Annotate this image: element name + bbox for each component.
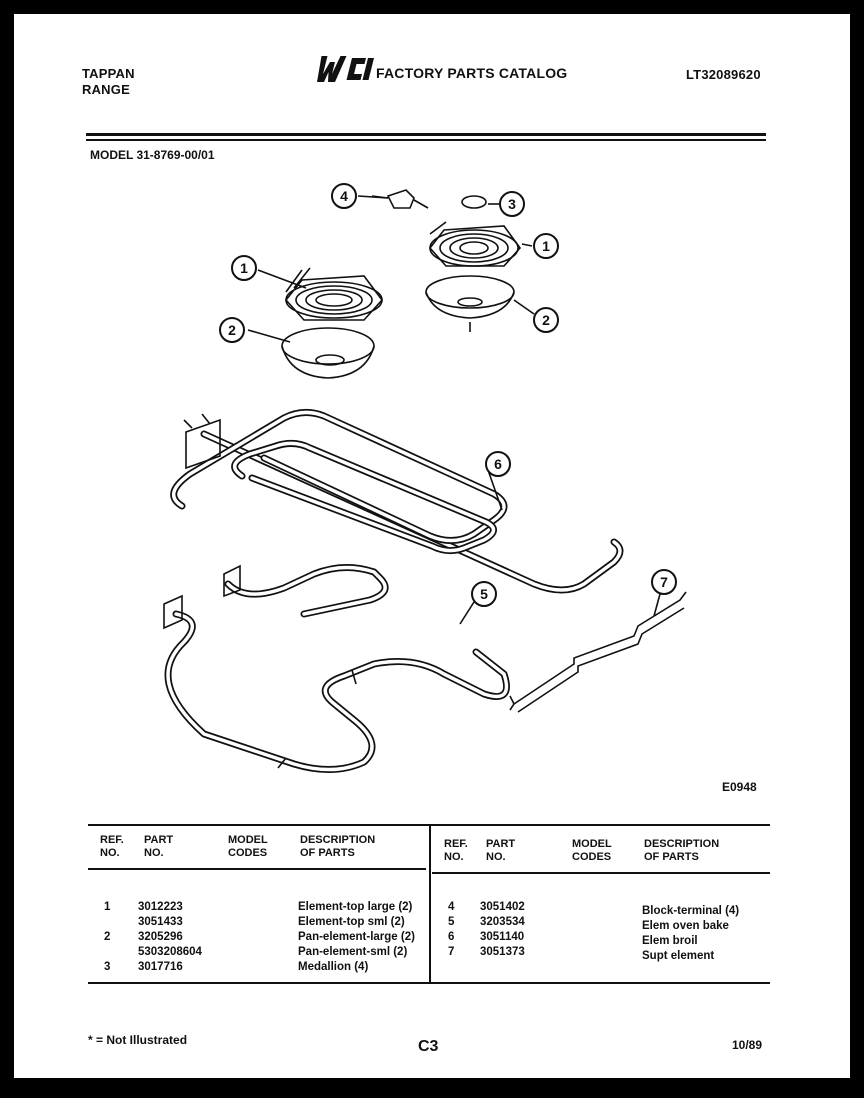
- right-row-3-desc: Elem broil: [642, 935, 698, 947]
- left-row-2-part: 3051433: [138, 916, 183, 928]
- catalog-page: TAPPAN RANGE FACTORY PARTS CATALOG LT320…: [14, 14, 850, 1078]
- header-rule-thick: [86, 133, 766, 136]
- parts-diagram: 1 2 3 4 1 2 6 5: [163, 183, 687, 774]
- svg-text:2: 2: [542, 312, 550, 328]
- svg-text:2: 2: [228, 322, 236, 338]
- date-code: 10/89: [732, 1038, 763, 1052]
- bake-element: [163, 564, 510, 774]
- svg-text:4: 4: [340, 188, 348, 204]
- svg-text:7: 7: [660, 574, 668, 590]
- left-row-4-desc: Pan-element-sml (2): [298, 946, 408, 958]
- page-code: C3: [418, 1038, 439, 1055]
- svg-text:5: 5: [480, 586, 488, 602]
- left-row-5-ref: 3: [104, 961, 111, 973]
- right-row-4-part: 3051373: [480, 946, 525, 958]
- left-row-3-part: 3205296: [138, 931, 183, 943]
- terminal-block: [371, 189, 429, 209]
- header-rule-thin: [86, 139, 766, 141]
- support-element-bracket: [509, 591, 687, 713]
- leader-2-right: [513, 299, 535, 315]
- callout-1-left: 1: [231, 255, 257, 281]
- left-row-5-part: 3017716: [138, 961, 183, 973]
- right-header-part: PART NO.: [486, 838, 516, 863]
- drip-pan-small-right: [425, 275, 515, 332]
- left-header-desc: DESCRIPTION OF PARTS: [300, 834, 376, 859]
- diagram-code: E0948: [722, 780, 757, 794]
- leader-7: [653, 593, 661, 617]
- table-header-rule-right: [432, 872, 770, 874]
- table-bottom-rule: [88, 982, 770, 984]
- right-row-4-desc: Supt element: [642, 950, 715, 962]
- callout-7: 7: [651, 569, 677, 595]
- svg-text:1: 1: [542, 238, 550, 254]
- callout-6: 6: [485, 451, 511, 477]
- callout-2-right: 2: [533, 307, 559, 333]
- left-row-2-desc: Element-top sml (2): [298, 916, 405, 928]
- leader-1-right: [521, 243, 533, 247]
- leader-1-left: [257, 269, 307, 289]
- table-divider: [429, 824, 431, 982]
- left-row-3-desc: Pan-element-large (2): [298, 931, 415, 943]
- right-row-2-desc: Elem oven bake: [642, 920, 729, 932]
- right-row-1-desc: Block-terminal (4): [642, 905, 740, 917]
- medallion: [461, 195, 487, 209]
- leader-2-left: [247, 329, 291, 343]
- left-row-4-part: 5303208604: [138, 946, 202, 958]
- left-row-1-desc: Element-top large (2): [298, 901, 413, 913]
- left-row-1-part: 3012223: [138, 901, 183, 913]
- brand-name: TAPPAN: [82, 66, 135, 81]
- product-type: RANGE: [82, 82, 130, 97]
- left-header-part: PART NO.: [144, 834, 174, 859]
- right-row-2-part: 3203534: [480, 916, 525, 928]
- callout-4: 4: [331, 183, 357, 209]
- element-top-large-left: [284, 267, 384, 321]
- model-number: MODEL 31-8769-00/01: [90, 148, 215, 162]
- table-header-rule-left: [88, 868, 426, 870]
- leader-5: [459, 601, 475, 625]
- right-row-4-ref: 7: [448, 946, 455, 958]
- left-row-5-desc: Medallion (4): [298, 961, 369, 973]
- element-top-small-right: [428, 221, 522, 267]
- broil-element: [170, 409, 624, 594]
- right-header-desc: DESCRIPTION OF PARTS: [644, 838, 720, 863]
- svg-text:1: 1: [240, 260, 248, 276]
- svg-text:6: 6: [494, 456, 502, 472]
- svg-text:3: 3: [508, 196, 516, 212]
- right-header-codes: MODEL CODES: [572, 838, 612, 863]
- wci-logo: [317, 56, 375, 82]
- left-row-1-ref: 1: [104, 901, 111, 913]
- left-header-ref: REF. NO.: [100, 834, 124, 859]
- right-row-1-ref: 4: [448, 901, 455, 913]
- left-row-3-ref: 2: [104, 931, 111, 943]
- right-header-ref: REF. NO.: [444, 838, 468, 863]
- right-row-2-ref: 5: [448, 916, 455, 928]
- catalog-number: LT32089620: [686, 67, 761, 82]
- drip-pan-large-left: [281, 327, 375, 379]
- not-illustrated-footnote: * = Not Illustrated: [88, 1033, 188, 1047]
- right-row-3-ref: 6: [448, 931, 455, 943]
- callout-5: 5: [471, 581, 497, 607]
- leader-4: [357, 195, 389, 199]
- callout-2-left: 2: [219, 317, 245, 343]
- catalog-title: FACTORY PARTS CATALOG: [376, 65, 568, 81]
- left-header-codes: MODEL CODES: [228, 834, 268, 859]
- leader-6: [487, 469, 503, 511]
- right-row-3-part: 3051140: [480, 931, 525, 943]
- callout-3: 3: [499, 191, 525, 217]
- right-row-1-part: 3051402: [480, 901, 525, 913]
- parts-table: REF. NO. PART NO. MODEL CODES DESCRIPTIO…: [88, 824, 770, 992]
- callout-1-right: 1: [533, 233, 559, 259]
